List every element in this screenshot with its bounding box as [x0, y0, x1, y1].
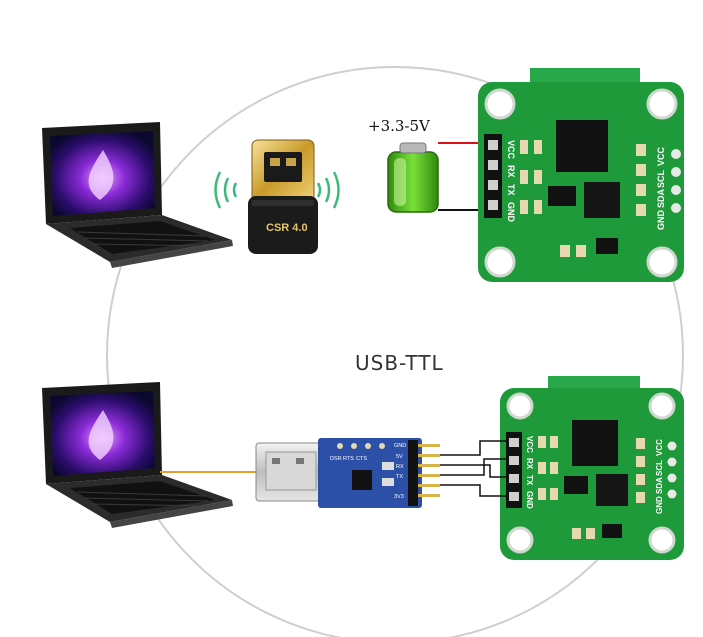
- sensor-module-top: [478, 68, 684, 282]
- top-left-pin-4: GND: [506, 202, 516, 223]
- usb-ttl-board: [318, 438, 440, 508]
- bottom-right-pin-4: VCC: [655, 439, 664, 456]
- laptop-bottom-icon: [42, 382, 233, 528]
- laptop-top-icon: [42, 122, 233, 268]
- top-right-pin-4: VCC: [656, 146, 666, 166]
- ttl-label-rts: RTS: [343, 456, 354, 462]
- voltage-label: +3.3-5V: [368, 117, 430, 135]
- bottom-right-pin-2: SDA: [655, 477, 664, 494]
- ttl-label-tx: TX: [396, 474, 403, 480]
- ttl-label-cts: CTS: [356, 456, 367, 462]
- top-left-pin-2: RX: [506, 165, 516, 178]
- bluetooth-dongle-icon: [248, 139, 318, 254]
- top-right-pin-3: SCL: [656, 169, 666, 188]
- ttl-label-dsr: DSR: [330, 456, 342, 462]
- uart-wires: [440, 440, 509, 497]
- usb-ttl-label: USB-TTL: [355, 351, 444, 375]
- top-left-pin-1: VCC: [506, 140, 516, 160]
- bottom-left-pin-2: RX: [525, 458, 534, 470]
- ttl-label-gnd: GND: [394, 443, 406, 449]
- ttl-label-3v3: 3V3: [394, 494, 404, 500]
- ttl-label-rx: RX: [396, 464, 404, 470]
- connection-ring: [106, 66, 684, 637]
- top-right-pin-1: GND: [656, 210, 666, 231]
- ttl-label-5v: 5V: [396, 454, 403, 460]
- top-right-pin-2: SDA: [656, 188, 666, 208]
- battery-icon: [387, 142, 439, 213]
- sensor-module-bottom: [500, 376, 684, 560]
- bluetooth-dongle-label: CSR 4.0: [266, 222, 308, 234]
- wireless-signal-icon: [214, 171, 340, 209]
- bottom-right-pin-3: SCL: [655, 460, 664, 476]
- bottom-left-pin-1: VCC: [525, 436, 534, 453]
- bottom-left-pin-3: TX: [525, 475, 534, 486]
- bottom-right-pin-1: GND: [655, 496, 664, 514]
- top-left-pin-3: TX: [506, 184, 516, 196]
- bottom-left-pin-4: GND: [525, 491, 534, 509]
